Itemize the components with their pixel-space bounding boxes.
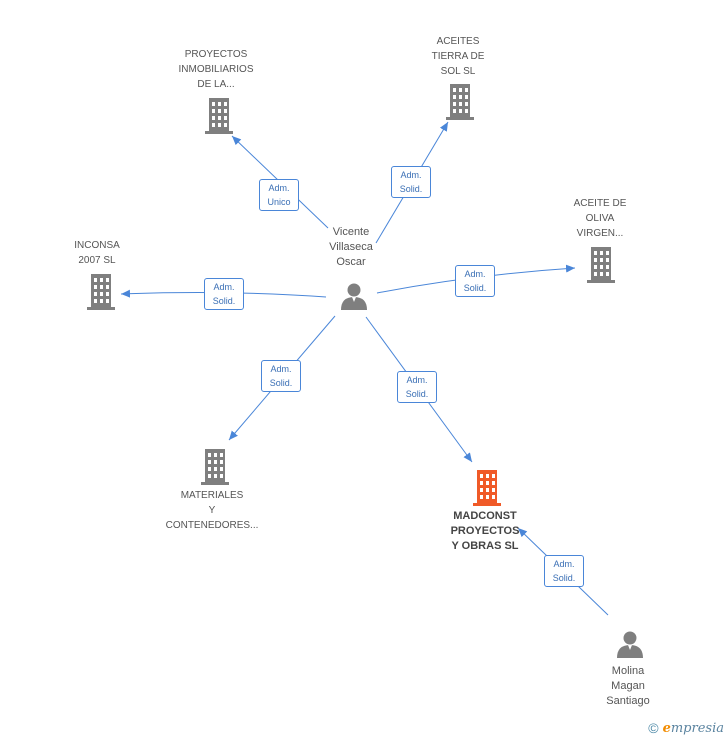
node-label-aceite-oliva[interactable]: ACEITE DE OLIVA VIRGEN... [573,198,627,239]
edges [120,121,609,616]
node-label-aceites[interactable]: ACEITES TIERRA DE SOL SL [431,36,485,77]
brand-logo[interactable]: empresia [662,721,724,736]
node-label-materiales[interactable]: MATERIALES Y CONTENEDORES... [165,490,259,531]
edge-label-adm-solid-inconsa[interactable]: Adm. Solid. [204,278,244,310]
edge-label-adm-solid-aceite-oliva[interactable]: Adm. Solid. [455,265,495,297]
edge-label-adm-unico[interactable]: Adm. Unico [259,179,299,211]
building-icon[interactable] [444,84,476,120]
node-label-madconst[interactable]: MADCONST PROYECTOS Y OBRAS SL [450,510,520,552]
edge-label-adm-solid-aceites[interactable]: Adm. Solid. [391,166,431,198]
building-shape [205,98,233,134]
person-icon[interactable] [616,630,644,658]
node-label-molina[interactable]: Molina Magan Santiago [606,665,650,707]
copyright-icon: © [648,720,659,736]
building-icon[interactable] [199,449,231,485]
person-icon[interactable] [340,282,368,310]
building-icon-focus[interactable] [471,470,503,506]
copyright-footer: © empresia [648,720,724,736]
node-label-inconsa[interactable]: INCONSA 2007 SL [74,240,120,266]
building-icon[interactable] [85,274,117,310]
edge-label-adm-solid-materiales[interactable]: Adm. Solid. [261,360,301,392]
edge-label-adm-solid-madconst[interactable]: Adm. Solid. [397,371,437,403]
node-label-proyectos[interactable]: PROYECTOS INMOBILIARIOS DE LA... [178,49,254,90]
building-icon[interactable] [585,247,617,283]
node-label-vicente[interactable]: Vicente Villaseca Oscar [329,226,373,268]
building-icon[interactable] [203,98,235,134]
edge-label-adm-solid-molina[interactable]: Adm. Solid. [544,555,584,587]
